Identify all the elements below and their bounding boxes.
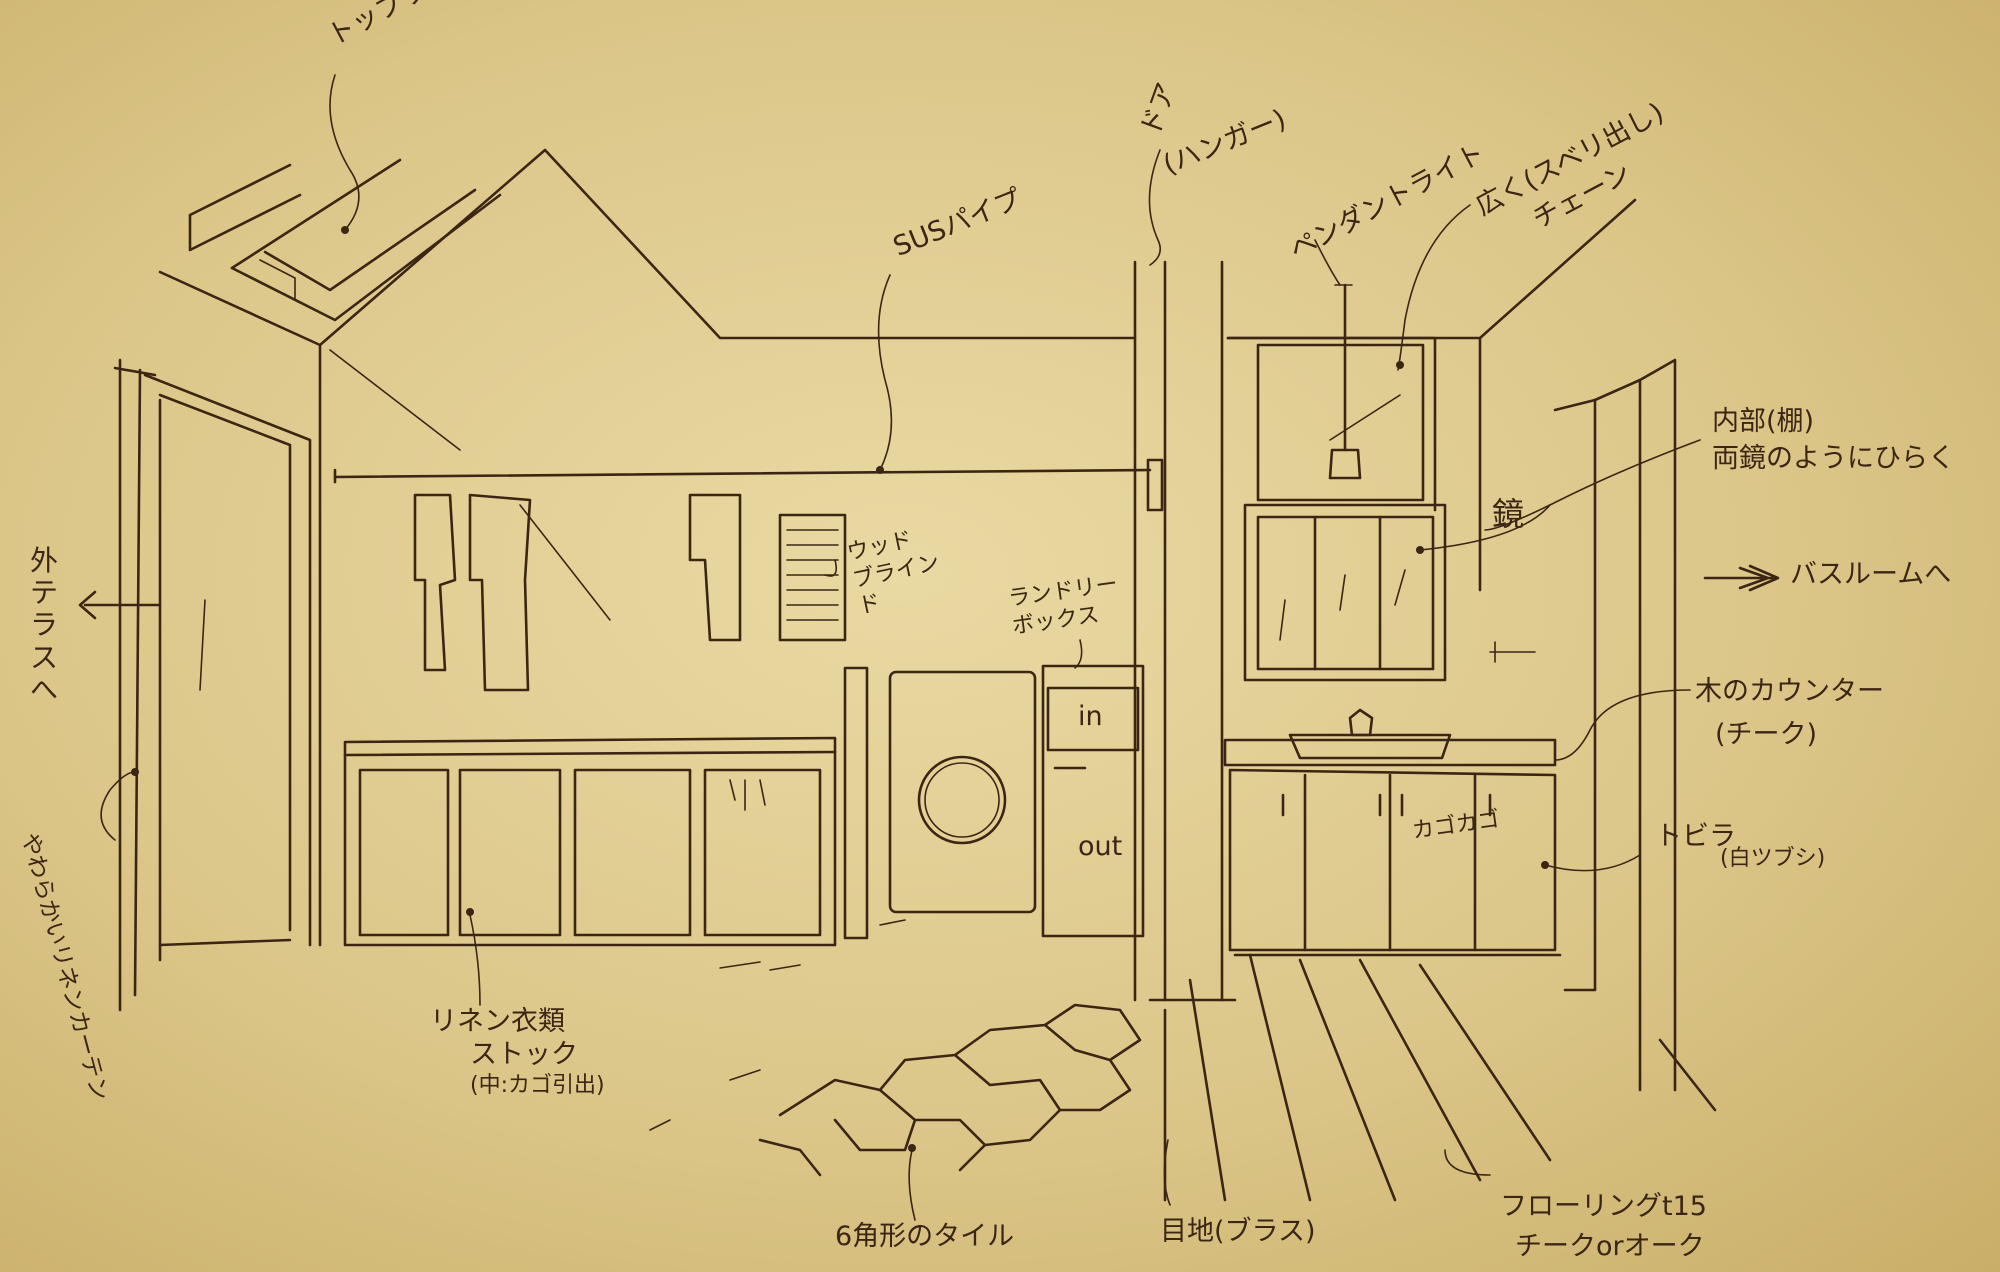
label-wood-counter-sub: (チーク) bbox=[1715, 719, 1818, 750]
wood-flooring bbox=[1163, 953, 1717, 1202]
vanity-counter bbox=[1223, 708, 1557, 952]
leader-lines bbox=[78, 74, 1780, 1221]
upper-window bbox=[1226, 283, 1437, 512]
label-linen-stock: リネン衣類 bbox=[430, 1006, 565, 1037]
left-door-curtain bbox=[113, 358, 312, 1012]
label-linen-stock-sub: ストック bbox=[470, 1039, 578, 1070]
linen-stock-cabinet bbox=[343, 736, 837, 947]
label-hex-tile: 6角形のタイル bbox=[835, 1221, 1015, 1252]
mirror-cabinet bbox=[1243, 503, 1447, 682]
wood-blind-window bbox=[778, 513, 847, 642]
label-flooring-sub: チークorオーク bbox=[1515, 1231, 1705, 1262]
label-laundry-out: out bbox=[1078, 831, 1123, 862]
laundry-box bbox=[1041, 664, 1145, 938]
hanging-clothes bbox=[413, 493, 742, 692]
label-linen-stock-note: (中:カゴ引出) bbox=[470, 1073, 605, 1098]
label-door-white-sub: (白ツブシ) bbox=[1720, 846, 1826, 871]
washing-machine bbox=[843, 666, 1037, 940]
label-interior-shelf: 内部(棚) bbox=[1712, 406, 1815, 437]
label-interior-shelf-sub: 両鏡のようにひらく bbox=[1712, 443, 1955, 474]
left-floor-marks bbox=[719, 919, 906, 971]
label-mirror: 鏡 bbox=[1492, 495, 1525, 533]
label-flooring: フローリングt15 bbox=[1500, 1191, 1707, 1222]
central-column bbox=[1133, 260, 1237, 1002]
bathroom-door-frame bbox=[1489, 358, 1677, 1092]
label-to-bathroom: バスルームへ bbox=[1790, 559, 1952, 590]
toplight-box bbox=[188, 158, 502, 322]
sus-pipe bbox=[333, 468, 1152, 484]
hex-tile-floor bbox=[649, 1003, 1142, 1177]
label-laundry-in: in bbox=[1078, 701, 1103, 732]
label-door-white: トビラ bbox=[1655, 821, 1736, 852]
label-joint-brass: 目地(ブラス) bbox=[1160, 1216, 1316, 1247]
label-wood-counter: 木のカウンター bbox=[1695, 676, 1884, 707]
label-to-outside: 外テラスへ bbox=[30, 544, 59, 706]
